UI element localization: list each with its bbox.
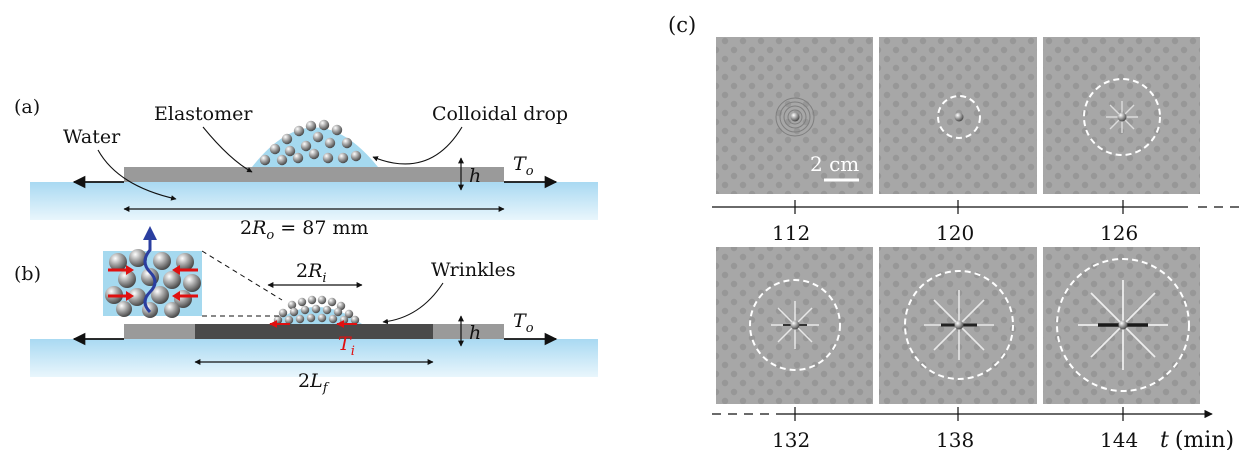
- water-label: Water: [63, 126, 121, 148]
- zoom-inset: [103, 226, 202, 318]
- time-tick-120: 120: [936, 221, 974, 245]
- panel-a: (a) h To Water Elastomer Colloidal drop …: [14, 96, 598, 243]
- elastomer-pointer: [202, 126, 253, 173]
- thickness-label-b: h: [469, 322, 481, 344]
- wrinkles-label: Wrinkles: [431, 259, 516, 281]
- water-bath-b: [30, 339, 598, 377]
- tension-label-b: To: [513, 310, 534, 336]
- panel-b-label: (b): [14, 263, 41, 285]
- time-tick-144: 144: [1100, 428, 1138, 450]
- drop-particles: [259, 119, 362, 166]
- zoom-guide-top: [201, 250, 283, 301]
- panel-b: (b) Ti h To 2Ri Wrinkles 2Lf: [14, 226, 598, 396]
- elastomer-film-a: [124, 167, 504, 182]
- frame-138: [879, 247, 1037, 404]
- frame-144: [1043, 247, 1200, 404]
- inner-tension-label: Ti: [338, 333, 355, 359]
- panel-c: (c) 2 cm: [668, 13, 1240, 450]
- radius-label: 2Ri: [296, 260, 327, 286]
- time-axis-label: t(min): [1160, 428, 1234, 450]
- time-tick-132: 132: [772, 428, 810, 450]
- length-label: 2Lf: [298, 370, 330, 396]
- frame-120: [879, 37, 1037, 194]
- frame-132: [716, 247, 873, 404]
- elastomer-label: Elastomer: [154, 103, 253, 125]
- drop-pointer: [372, 126, 463, 165]
- wrinkled-region: [195, 324, 433, 339]
- diameter-label-a: 2Ro = 87 mm: [240, 217, 368, 243]
- colloidal-drop-label: Colloidal drop: [432, 103, 568, 125]
- blue-escape-arrow: [143, 236, 157, 314]
- frame-126: [1043, 37, 1200, 194]
- water-bath-a: [30, 182, 598, 220]
- panel-a-label: (a): [14, 96, 40, 118]
- thickness-label-a: h: [469, 165, 481, 187]
- time-tick-138: 138: [936, 428, 974, 450]
- water-pointer: [97, 149, 177, 201]
- time-tick-126: 126: [1100, 221, 1138, 245]
- time-tick-112: 112: [772, 221, 810, 245]
- small-drop-particles: [273, 295, 360, 325]
- tension-label-a: To: [513, 153, 534, 179]
- wrinkles-pointer: [382, 282, 444, 325]
- panel-c-label: (c): [668, 13, 696, 37]
- frame-112: 2 cm: [716, 37, 873, 194]
- scale-bar-label: 2 cm: [810, 152, 859, 176]
